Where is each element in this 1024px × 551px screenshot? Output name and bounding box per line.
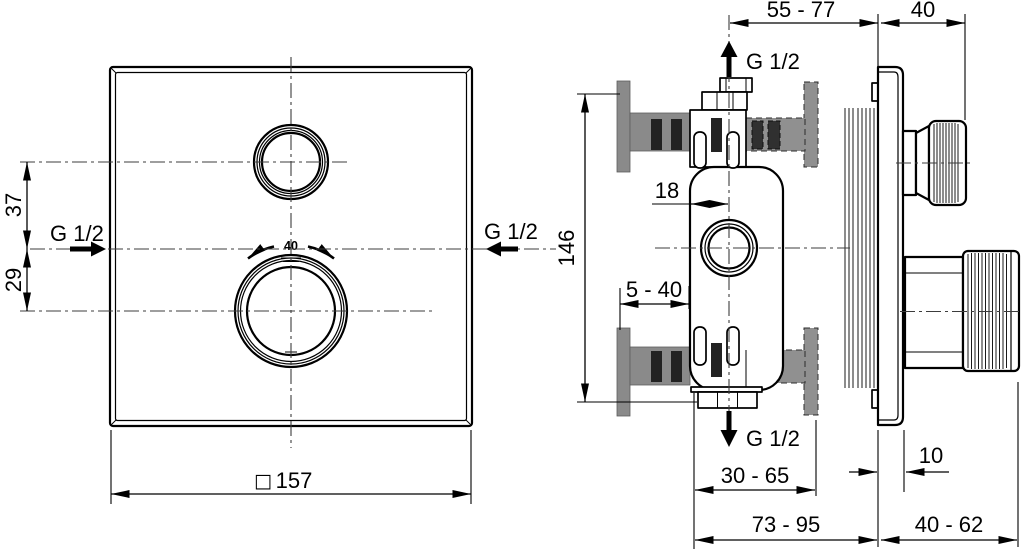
outlet-top-arrow-shaft <box>726 56 732 77</box>
dimension-29: 29 <box>1 249 32 311</box>
bottom-connection <box>690 386 763 409</box>
dimension-40-top: 40 <box>881 0 966 120</box>
dimension-40-top-label: 40 <box>911 0 935 22</box>
dimension-146: 146 <box>554 93 697 403</box>
outlet-top: G 1/2 <box>720 41 800 77</box>
trim-plate <box>871 65 905 427</box>
dimension-157-label: 157 <box>276 468 313 493</box>
dimension-18-label: 18 <box>655 178 679 203</box>
wall-bar-bottom-right <box>803 327 819 416</box>
dimension-37-label: 37 <box>1 193 26 217</box>
front-centerlines <box>20 57 556 448</box>
inlet-right-label: G 1/2 <box>484 219 538 244</box>
bracket-end-top-left <box>616 80 631 173</box>
inlet-right-arrow-shaft <box>501 246 518 252</box>
front-view: 40 37 29 G 1/2 G 1/2 <box>1 57 556 504</box>
dimension-18: 18 <box>652 178 728 208</box>
dimension-55-77: 55 - 77 <box>730 0 879 66</box>
bracket-end-bottom-left <box>616 327 631 417</box>
wall-bar-top-right <box>803 81 819 168</box>
dimension-40-62: 40 - 62 <box>881 382 1019 547</box>
outlet-bottom-arrow-icon <box>720 430 738 447</box>
faceplate-inner-edge <box>114 71 468 422</box>
dimension-10: 10 <box>849 430 949 492</box>
outlet-bottom-label: G 1/2 <box>746 426 800 451</box>
inlet-right: G 1/2 <box>484 219 538 257</box>
dimension-157: □ 157 <box>110 430 472 504</box>
inlet-left-arrow-shaft <box>70 246 91 252</box>
inlet-left: G 1/2 <box>50 221 106 257</box>
side-view: 55 - 77 40 G 1/2 146 18 <box>554 0 1022 549</box>
rotation-arrow-right <box>307 244 335 260</box>
dimension-73-95: 73 - 95 <box>695 430 879 547</box>
dimension-37: 37 <box>1 162 32 249</box>
rotation-arrow-left <box>247 244 275 260</box>
inlet-right-arrow-icon <box>486 241 501 257</box>
dimension-30-65-label: 30 - 65 <box>721 463 790 488</box>
inlet-left-arrow-icon <box>91 241 106 257</box>
outlet-top-arrow-icon <box>720 41 738 57</box>
dimension-40-62-label: 40 - 62 <box>915 512 984 537</box>
temp-handle-body <box>903 255 965 370</box>
top-hex-nut <box>701 91 748 111</box>
dimension-5-40-label: 5 - 40 <box>626 277 682 302</box>
faceplate-corner-chamfers <box>111 68 471 425</box>
threaded-sleeve-ribs <box>844 108 875 388</box>
dimension-30-65: 30 - 65 <box>693 393 817 549</box>
dimension-10-label: 10 <box>919 443 943 468</box>
dimension-146-label: 146 <box>554 230 579 267</box>
dimension-5-40: 5 - 40 <box>619 277 690 330</box>
bottom-hex-nut <box>697 391 758 409</box>
outlet-top-label: G 1/2 <box>746 49 800 74</box>
dimension-73-95-label: 73 - 95 <box>752 512 821 537</box>
outlet-bottom-arrow-shaft <box>726 411 732 431</box>
square-symbol: □ <box>254 470 272 492</box>
dimension-29-label: 29 <box>1 268 26 292</box>
outlet-bottom: G 1/2 <box>720 411 800 451</box>
inlet-left-label: G 1/2 <box>50 221 104 246</box>
side-centerlines <box>655 15 1022 411</box>
dimension-55-77-label: 55 - 77 <box>767 0 836 22</box>
mounting-slots <box>693 118 747 388</box>
top-pipe-stub <box>719 77 753 93</box>
